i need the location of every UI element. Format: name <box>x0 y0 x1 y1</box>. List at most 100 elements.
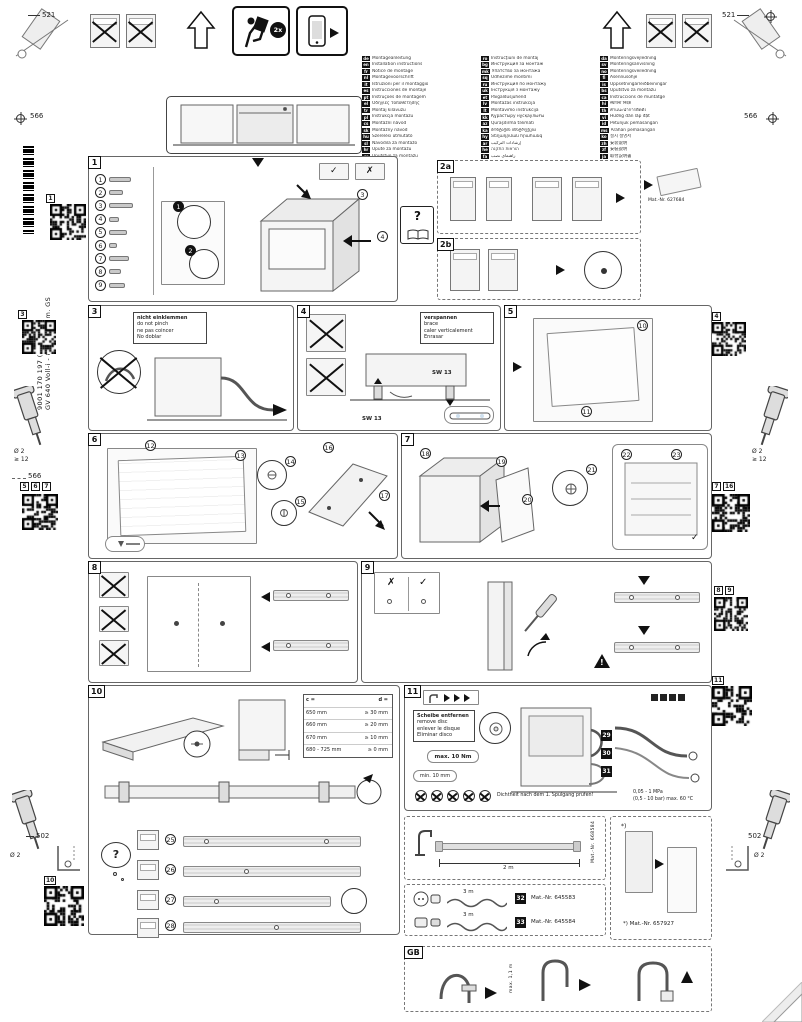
cable-icon <box>447 898 507 908</box>
step-panel-8: 8 <box>88 561 358 683</box>
faucet-icon <box>429 694 438 703</box>
plinth-option-icon <box>137 860 159 880</box>
item-callout: 20 <box>522 494 533 505</box>
step-number: 7 <box>401 433 414 446</box>
mounting-template-sheet <box>546 327 640 407</box>
item-badge: 31 <box>601 766 612 777</box>
floor-bracket-sketch <box>57 846 80 871</box>
item-badge: 33 <box>515 917 526 928</box>
item-callout: 28 <box>165 920 176 931</box>
item-badge: 32 <box>515 893 526 904</box>
step-number: 1 <box>88 156 101 169</box>
gap-label: min. 10 mm <box>413 770 457 782</box>
prohibited-icon <box>463 790 475 802</box>
water-spec-line2: (0,5 - 10 bar) max. 60 °C <box>633 797 694 802</box>
qr-code <box>712 494 750 532</box>
qr-step-labels: 4 <box>712 312 721 321</box>
wrong-option-icon <box>99 606 129 632</box>
book-icon <box>407 229 429 240</box>
drill-diameter-label: Ø 2 <box>14 448 25 455</box>
hose-coupling <box>573 841 581 852</box>
item-callout: 16 <box>323 442 334 453</box>
hoses-sketch <box>614 726 700 783</box>
step-number: 11 <box>404 685 422 698</box>
registration-target-icon <box>768 114 777 123</box>
screw-detail-circle <box>257 460 287 490</box>
two-person-carry-warning: 2x <box>232 6 290 56</box>
floor-bracket-sketch <box>726 846 749 871</box>
wrong-option-icon <box>99 640 129 666</box>
arrow-right-icon <box>556 265 565 275</box>
prohibited-icon <box>479 790 491 802</box>
plinth-option-icon <box>137 918 159 938</box>
step-number: 9 <box>361 561 374 574</box>
spirit-level-icon <box>444 406 494 424</box>
item-callout: 19 <box>496 456 507 467</box>
spring-adjust-strip <box>273 640 349 651</box>
step-number: 3 <box>88 305 101 318</box>
question-mark: ? <box>414 209 421 223</box>
arrow-right-icon <box>616 193 625 203</box>
drain-hose-sketch <box>637 961 693 1002</box>
arrow-left-icon <box>261 592 270 602</box>
water-connection-icons-box <box>423 690 479 705</box>
door-spring-tool-sketch <box>487 581 557 671</box>
drain-hose-sketch <box>541 959 591 1001</box>
barcode <box>23 146 34 234</box>
item-callout: 15 <box>295 496 306 507</box>
plug-socket-icon <box>413 891 441 907</box>
prohibited-icon <box>447 790 459 802</box>
item-badge: 29 <box>601 730 612 741</box>
item-callout: 27 <box>165 894 176 905</box>
step-number: 10 <box>88 685 106 698</box>
appliance-overview-box <box>166 96 362 154</box>
qr-step-labels: 1 <box>46 194 55 203</box>
play-arrow-icon <box>330 28 339 38</box>
hose-length-label: 2 m <box>503 865 514 871</box>
item-callout: 14 <box>285 456 296 467</box>
cabinet-sketch <box>488 249 518 291</box>
plinth-option-icon <box>137 830 159 850</box>
door-alignment-sketch <box>147 576 251 672</box>
step-panel-9: 9 ✗ ✓ ! <box>361 561 712 683</box>
levelling-feet-sketch <box>350 353 490 406</box>
dishwasher-iso-sketch <box>259 184 371 293</box>
step-number: 8 <box>88 561 101 574</box>
cabinet-sketch <box>450 249 480 291</box>
water-spec-line1: 0,05 - 1 MPa <box>633 790 663 795</box>
appliance-rear-sketch <box>511 707 617 793</box>
detail-callout <box>341 888 367 914</box>
drill-depth-label: ≥ 12 <box>14 456 29 463</box>
plinth-iso-sketch <box>101 717 225 761</box>
prohibited-detail-circle <box>97 350 141 394</box>
power-cord-options-box: 3 m 32 Mat.-Nr. 645583 3 m 33 Mat.-Nr. 6… <box>404 884 606 936</box>
spring-adjust-strip <box>273 590 349 601</box>
wrong-handling-icon <box>90 14 120 48</box>
detail-callout <box>584 251 622 289</box>
qr-code <box>712 322 746 356</box>
item-callout: 12 <box>145 440 156 451</box>
arrow-up-icon <box>602 10 632 49</box>
arrow-right-icon <box>644 180 653 190</box>
dim-502-left: 502 <box>26 832 49 840</box>
gb-drain-box: GB max. 1,1 m <box>404 946 712 1012</box>
